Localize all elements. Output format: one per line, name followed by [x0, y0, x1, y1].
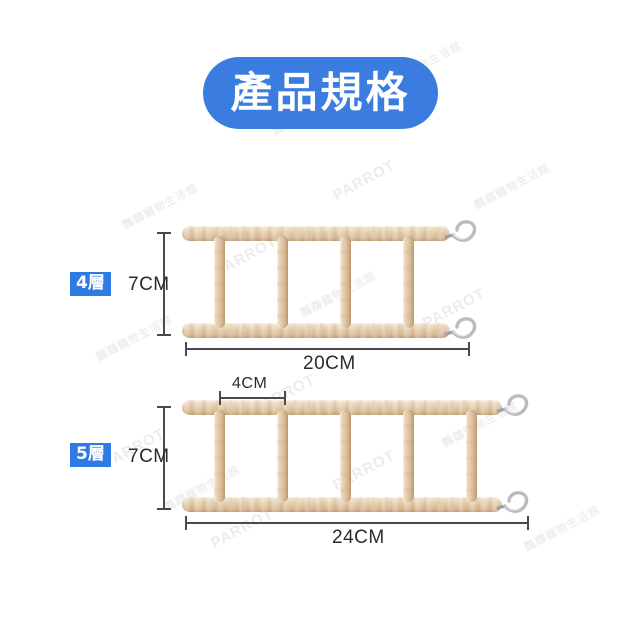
- ladder-bottom-rail: [182, 497, 502, 512]
- dimension-height-label-ladder4: 7CM: [128, 274, 170, 295]
- ladder-rung: [403, 410, 414, 502]
- ladder-rung: [466, 410, 477, 502]
- ladder-rung: [340, 236, 351, 328]
- metal-hook-icon: [496, 491, 529, 513]
- watermark-text: PARROT: [208, 504, 277, 553]
- ladder-rung: [214, 236, 225, 328]
- dimension-line-spacing-ladder5: [219, 391, 286, 405]
- wood-grain: [182, 400, 502, 415]
- watermark-text: 鸚鵡寵物生活館: [472, 161, 553, 212]
- wood-grain: [182, 226, 450, 241]
- ladder-bottom-rail: [182, 323, 450, 338]
- badge-layer-count-5: 5層: [70, 443, 111, 467]
- dimension-width-label-ladder5: 24CM: [332, 527, 385, 548]
- wood-grain: [182, 497, 502, 512]
- dimension-height-label-ladder5: 7CM: [128, 446, 170, 467]
- ladder-rung: [403, 236, 414, 328]
- dimension-line-height-ladder5: [157, 406, 171, 510]
- watermark-text: PARROT: [330, 156, 399, 205]
- wood-grain: [182, 323, 450, 338]
- dimension-line-height-ladder4: [157, 232, 171, 336]
- metal-hook-icon: [496, 394, 529, 416]
- dimension-line-width-ladder5: [185, 516, 529, 530]
- dimension-width-label-ladder4: 20CM: [303, 353, 356, 374]
- product-image-ladder-5-rung: [182, 394, 532, 513]
- dimension-line-width-ladder4: [185, 342, 470, 356]
- metal-hook-icon: [444, 317, 477, 339]
- ladder-rung: [277, 236, 288, 328]
- dimension-spacing-label-ladder5: 4CM: [232, 375, 268, 392]
- metal-hook-icon: [444, 220, 477, 242]
- watermark-text: 鸚鵡寵物生活館: [120, 181, 201, 232]
- ladder-top-rail: [182, 400, 502, 415]
- ladder-rung: [214, 410, 225, 502]
- ladder-top-rail: [182, 226, 450, 241]
- page-title-pill: 產品規格: [203, 57, 438, 129]
- product-image-ladder-4-rung: [182, 220, 477, 339]
- page-title: 產品規格: [230, 68, 411, 117]
- ladder-rung: [340, 410, 351, 502]
- ladder-rung: [277, 410, 288, 502]
- badge-layer-count-4: 4層: [70, 272, 111, 296]
